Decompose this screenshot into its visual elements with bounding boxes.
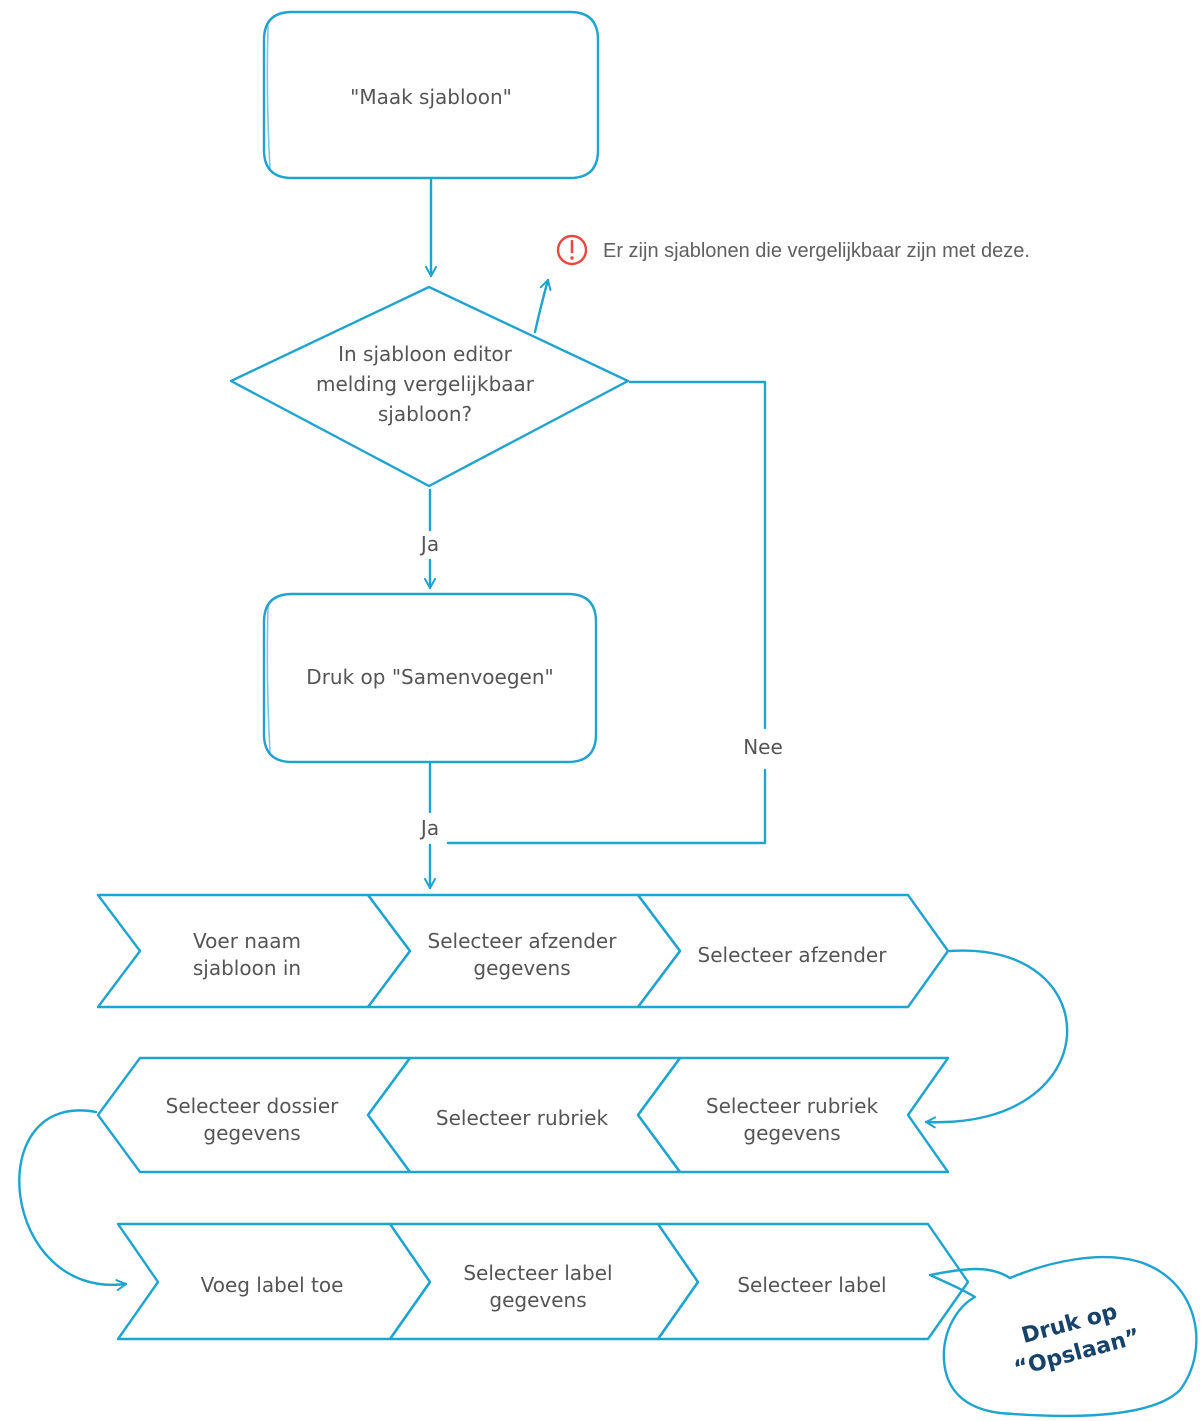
edge-decision-no (628, 380, 767, 730)
merge-box: Druk op "Samenvoegen" (262, 592, 598, 764)
edge-row1-to-row2 (924, 949, 1069, 1129)
row3-step-3: Selecteer label (656, 1222, 970, 1341)
row2-step-3-line-2: gegevens (743, 1121, 840, 1145)
row1-step-1-line-2: sjabloon in (193, 956, 301, 980)
speech-bubble: Druk op “Opslaan” (928, 1255, 1198, 1418)
start-box: "Maak sjabloon" (262, 10, 600, 180)
row2-step-2-line-1: Selecteer rubriek (436, 1106, 609, 1130)
edge-decision-to-warning (533, 278, 552, 334)
row2-step-1-line-2: gegevens (203, 1121, 300, 1145)
edge-no-label: Nee (743, 735, 783, 759)
edge-yes-label-1: Ja (419, 532, 439, 556)
row1-step-2: Selecteer afzender gegevens (366, 893, 682, 1009)
row1-step-3: Selecteer afzender (636, 893, 950, 1009)
decision-line-3: sjabloon? (378, 402, 472, 426)
start-box-label: "Maak sjabloon" (350, 85, 512, 109)
row2-step-1-line-1: Selecteer dossier (166, 1094, 340, 1118)
warning-message: Er zijn sjablonen die vergelijkbaar zijn… (556, 234, 1030, 266)
edge-yes-label-2: Ja (419, 816, 439, 840)
decision-line-1: In sjabloon editor (338, 342, 513, 366)
row2-step-2: Selecteer rubriek (366, 1056, 682, 1174)
merge-box-label: Druk op "Samenvoegen" (306, 665, 553, 689)
row3-step-3-line-1: Selecteer label (737, 1273, 886, 1297)
row3-step-2-line-2: gegevens (489, 1288, 586, 1312)
warning-icon (556, 234, 588, 266)
row1-step-2-line-2: gegevens (473, 956, 570, 980)
row3-step-1-line-1: Voeg label toe (201, 1273, 344, 1297)
row1-step-2-line-1: Selecteer afzender (428, 929, 618, 953)
row1-step-1: Voer naam sjabloon in (96, 893, 412, 1009)
row2-step-3: Selecteer rubriek gegevens (636, 1056, 950, 1174)
edge-row2-to-row3 (18, 1109, 128, 1292)
row1-step-3-line-1: Selecteer afzender (698, 943, 888, 967)
row3-step-1: Voeg label toe (116, 1222, 432, 1341)
row2-step-3-line-1: Selecteer rubriek (706, 1094, 879, 1118)
row3-step-2: Selecteer label gegevens (388, 1222, 700, 1341)
row3-step-2-line-1: Selecteer label (463, 1261, 612, 1285)
decision-node: In sjabloon editor melding vergelijkbaar… (229, 285, 630, 488)
warning-text: Er zijn sjablonen die vergelijkbaar zijn… (603, 240, 1030, 262)
row2-step-1: Selecteer dossier gegevens (96, 1056, 412, 1174)
row1-step-1-line-1: Voer naam (193, 929, 301, 953)
decision-line-2: melding vergelijkbaar (316, 372, 535, 396)
